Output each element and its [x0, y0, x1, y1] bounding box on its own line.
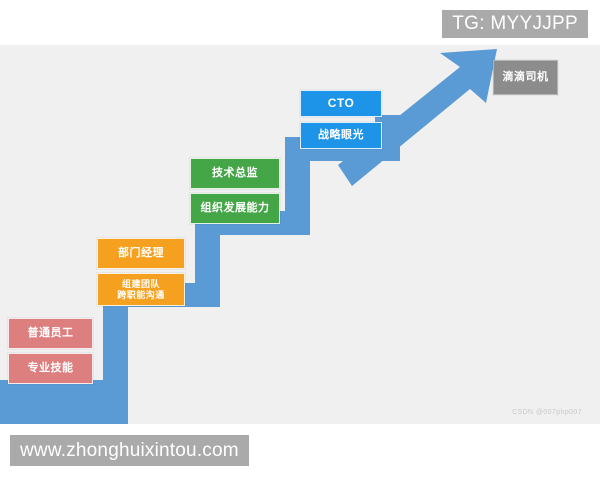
corner-watermark: CSDN @007php007 [512, 409, 582, 416]
step-2-title: 部门经理 [97, 238, 185, 269]
diagram-canvas: 普通员工 专业技能 部门经理 组建团队 跨职能沟通 技术总监 组织发展能力 CT… [0, 45, 600, 424]
bottom-watermark-badge: www.zhonghuixintou.com [10, 435, 249, 466]
step-4-skill: 战略眼光 [300, 122, 382, 149]
step-4-title: CTO [300, 90, 382, 117]
destination-label: 滴滴司机 [493, 60, 558, 95]
top-watermark-badge: TG: MYYJJPP [442, 10, 588, 38]
step-2-skill: 组建团队 跨职能沟通 [97, 273, 185, 306]
step-1-skill: 专业技能 [8, 353, 93, 384]
staircase-shape [0, 115, 400, 424]
growth-arrow [338, 49, 497, 186]
step-3-title: 技术总监 [190, 158, 280, 189]
step-3-skill: 组织发展能力 [190, 193, 280, 224]
step-1-title: 普通员工 [8, 318, 93, 349]
staircase-graphic [0, 49, 497, 424]
